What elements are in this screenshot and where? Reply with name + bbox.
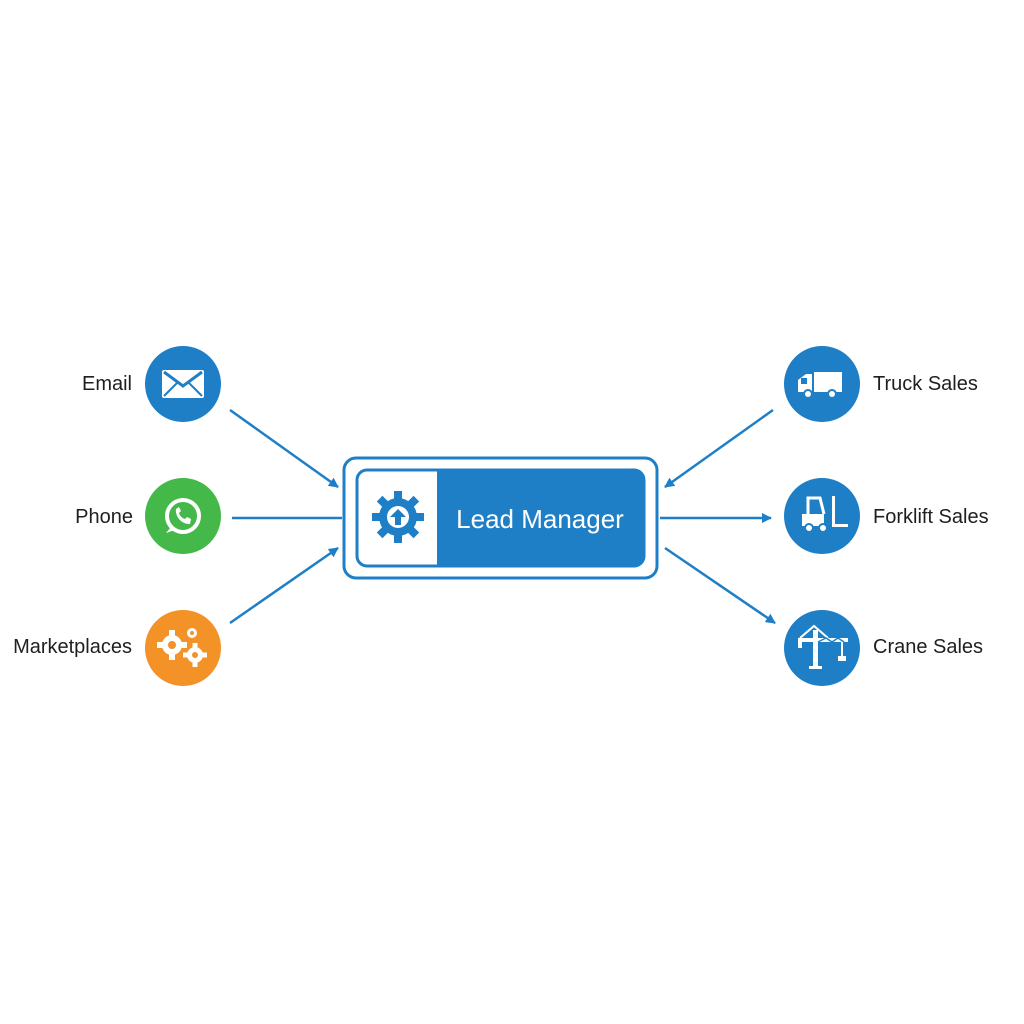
phone-label: Phone <box>75 506 133 528</box>
phone-node <box>145 478 221 554</box>
crane-sales-node <box>784 610 860 686</box>
crane-sales-label: Crane Sales <box>873 636 984 658</box>
arrow-marketplaces-to-hub <box>229 546 339 625</box>
forklift-sales-node <box>784 478 860 554</box>
gear-upload-icon <box>372 491 424 543</box>
forklift-sales-label: Forklift Sales <box>873 506 989 528</box>
truck-sales-node <box>784 346 860 422</box>
arrow-email-to-hub <box>229 408 339 489</box>
whatsapp-icon <box>165 498 201 534</box>
email-label: Email <box>81 373 132 395</box>
envelope-icon <box>162 370 204 398</box>
marketplaces-node <box>145 610 221 686</box>
arrow-truck-to-hub <box>664 408 774 489</box>
truck-sales-label: Truck Sales <box>873 373 978 395</box>
gears-icon <box>157 628 207 667</box>
hub-title-panel <box>437 470 644 566</box>
lead-manager-title: Lead Manager <box>456 503 624 534</box>
truck-icon <box>798 372 842 399</box>
email-node <box>145 346 221 422</box>
arrow-hub-to-crane <box>664 546 776 625</box>
forklift-icon <box>802 496 848 533</box>
marketplaces-label: Marketplaces <box>13 636 132 658</box>
crane-icon <box>798 624 848 669</box>
